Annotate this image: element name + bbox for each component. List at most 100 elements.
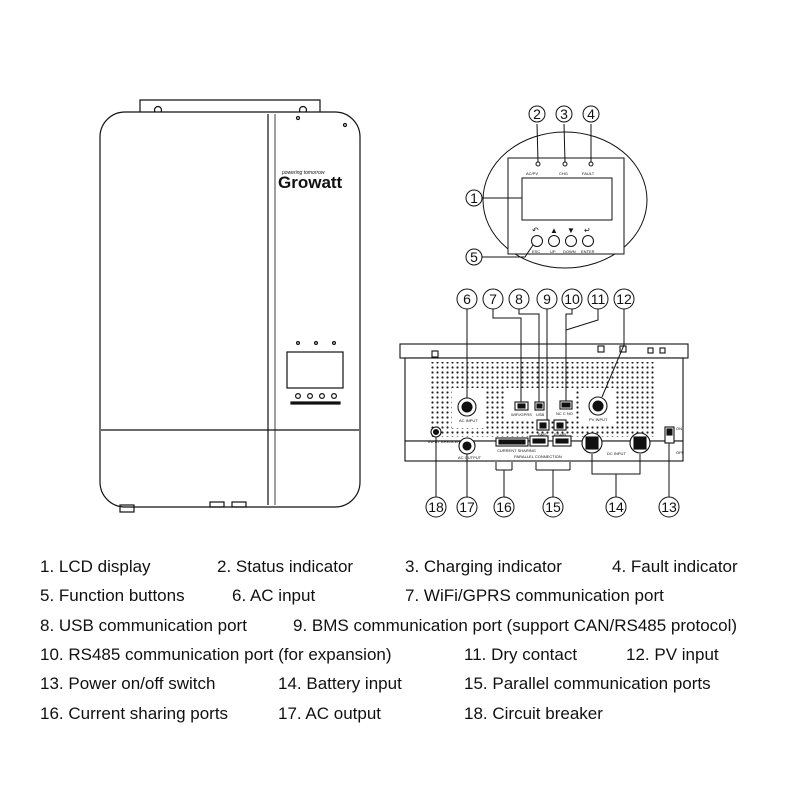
legend-item-14: 14. Battery input [278,674,402,693]
current-sharing-label: CURRENT SHARING [497,448,536,453]
esc-button[interactable] [531,235,543,247]
brand-tagline: powering tomorrow [281,170,325,176]
callout-5-circle [465,248,483,266]
callout-1: 1 [470,190,478,206]
enter-icon: ↵ [584,226,591,235]
usb-label: USB [536,412,545,417]
ac-input-label: AC INPUT [459,418,478,423]
callout-16: 16 [496,499,512,515]
up-button[interactable] [548,235,560,247]
legend-item-1: 1. LCD display [40,557,151,576]
callout-2: 2 [533,106,541,122]
inverter-body [99,111,361,508]
inverter-bottom-view [399,343,689,462]
down-arrow-icon: ▼ [567,226,575,235]
callout-14-circle [605,496,627,518]
callout-lines [435,123,670,497]
callout-6: 6 [463,291,471,307]
bottom-top-rail [399,343,689,359]
callout-11-circle [587,288,609,310]
callout-4-circle [582,105,600,123]
callout-3: 3 [560,106,568,122]
callout-15: 15 [545,499,561,515]
callout-17: 17 [459,499,475,515]
rs485-label: RS485 [554,432,567,437]
callout-12: 12 [616,291,632,307]
callout-12-circle [613,288,635,310]
bms-label: BMS [538,432,547,437]
callout-6-circle [456,288,478,310]
callout-4: 4 [587,106,595,122]
up-arrow-icon: ▲ [550,226,558,235]
display-panel-zoom [482,131,648,269]
callout-9: 9 [543,291,551,307]
callout-8: 8 [515,291,523,307]
esc-icon: ↶ [531,226,539,235]
legend-item-12: 12. PV input [626,645,719,664]
chg-label: CHG [559,171,568,176]
legend-item-9: 9. BMS communication port (support CAN/R… [293,616,738,635]
component-legend: 1. LCD display 2. Status indicator 3. Ch… [0,550,800,740]
enter-button[interactable] [582,235,594,247]
legend-item-11: 11. Dry contact [464,645,578,664]
esc-label: ESC [532,249,540,254]
down-label: DOWN [563,249,576,254]
callout-5: 5 [470,249,478,265]
callout-13: 13 [661,499,677,515]
ac-pv-label: AC/PV [526,171,538,176]
legend-item-7: 7. WiFi/GPRS communication port [405,586,664,605]
callout-16-circle [493,496,515,518]
callout-15-circle [542,496,564,518]
callout-8-circle [508,288,530,310]
callout-11: 11 [591,291,606,307]
fault-label: FAULT [582,171,595,176]
brand-logo: Growatt [278,173,343,192]
front-lcd-screen [286,351,344,389]
callout-9-circle [536,288,558,310]
mounting-bracket [139,99,321,115]
front-control-panel [286,341,344,405]
callout-3-circle [555,105,573,123]
legend-item-3: 3. Charging indicator [405,557,562,576]
callout-17-circle [456,496,478,518]
input-breaker-label: INPUT BREAKER [428,439,460,444]
legend-item-17: 17. AC output [278,704,382,723]
off-label: OFF [676,450,685,455]
callout-14: 14 [608,499,624,515]
legend-item-18: 18. Circuit breaker [464,704,603,723]
callout-10-circle [561,288,583,310]
enter-label: ENTER [581,249,595,254]
legend-item-2: 2. Status indicator [217,557,354,576]
wifi-gprs-label: WIFI/GPRS [511,412,532,417]
parallel-connection-label: PARALLEL CONNECTION [514,454,562,459]
callout-numbers: 1 2 3 4 5 6 7 8 9 10 11 12 18 17 16 15 1… [428,106,677,515]
legend-item-5: 5. Function buttons [40,586,185,605]
foot-left [119,504,135,513]
callout-10: 10 [564,291,580,307]
callout-1-circle [465,189,483,207]
legend-item-8: 8. USB communication port [40,616,247,635]
callout-18-circle [425,496,447,518]
on-label: ON [676,426,682,431]
inverter-front-view [99,99,361,513]
callout-circles [425,105,680,518]
legend-item-13: 13. Power on/off switch [40,674,216,693]
callout-13-circle [658,496,680,518]
dc-input-label: DC INPUT [607,451,626,456]
legend-item-10: 10. RS485 communication port (for expans… [40,645,392,664]
up-label: UP [550,249,556,254]
lcd-screen [521,177,613,221]
callout-7: 7 [489,291,497,307]
callout-2-circle [528,105,546,123]
legend-item-16: 16. Current sharing ports [40,704,229,723]
legend-item-15: 15. Parallel communication ports [464,674,711,693]
pv-input-label: PV INPUT [589,417,608,422]
inverter-diagram: powering tomorrow Growatt AC/PV CHG FAUL… [99,99,689,518]
legend-item-4: 4. Fault indicator [612,557,738,576]
ac-output-label: AC OUTPUT [458,455,482,460]
callout-7-circle [482,288,504,310]
zoom-ellipse [482,131,648,269]
legend-item-6: 6. AC input [232,586,316,605]
callout-18: 18 [428,499,444,515]
down-button[interactable] [565,235,577,247]
